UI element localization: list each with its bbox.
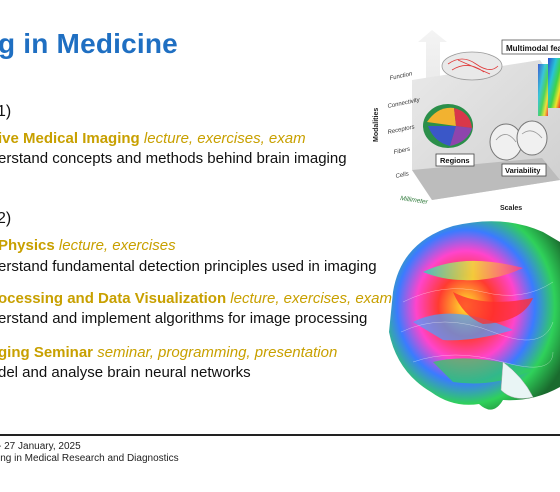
fibre-line xyxy=(400,321,554,341)
course-line: ging Seminar seminar, programming, prese… xyxy=(0,344,337,361)
course-name: ive Medical Imaging xyxy=(0,130,140,147)
course-description: del and analyse brain neural networks xyxy=(0,364,251,381)
course-line: ocessing and Data Visualization lecture,… xyxy=(0,290,392,307)
modality-label: Function xyxy=(389,71,413,82)
scale-unit-label: Millimeter xyxy=(400,195,429,206)
fibre-bundle xyxy=(423,260,523,281)
course-name: ocessing and Data Visualization xyxy=(0,290,227,307)
modality-label: Fibers xyxy=(393,147,411,156)
variability-brain xyxy=(516,120,548,156)
course-line: Physics lecture, exercises xyxy=(0,237,176,254)
semester-label-1: 1) xyxy=(0,103,12,120)
header-box xyxy=(501,39,560,55)
region-patch xyxy=(428,126,456,146)
footer-course-title: ing in Medical Research and Diagnostics xyxy=(0,453,179,464)
course-description: erstand fundamental detection principles… xyxy=(0,258,377,275)
course-format: lecture, exercises xyxy=(58,237,176,254)
course-description: erstand concepts and methods behind brai… xyxy=(0,150,347,167)
variability-label: Variability xyxy=(505,166,541,175)
network-edges xyxy=(447,58,499,75)
modalities-axis-label: Modalities xyxy=(373,108,380,142)
modality-label: Cells xyxy=(395,171,409,180)
footer-divider xyxy=(0,434,560,436)
multimodal-atlas-figure: Multimodal fea Regions Variability Modal… xyxy=(373,30,560,212)
regions-label: Regions xyxy=(440,156,470,165)
region-patch xyxy=(450,126,472,146)
fibre-line xyxy=(412,351,554,368)
course-format: lecture, exercises, exam xyxy=(143,130,306,147)
variability-tag xyxy=(501,163,547,177)
course-format: lecture, exercises, exam xyxy=(230,290,393,307)
region-patch xyxy=(454,108,472,128)
modality-label: Receptors xyxy=(387,124,415,136)
slide-title: g in Medicine xyxy=(0,28,178,59)
multimodal-header: Multimodal fea xyxy=(506,44,560,53)
course-name: ging Seminar xyxy=(0,344,94,361)
cerebellum xyxy=(500,361,534,399)
scales-axis-label: Scales xyxy=(500,205,522,212)
region-patch xyxy=(427,107,456,126)
fibre-line xyxy=(402,281,554,303)
course-description: erstand and implement algorithms for ima… xyxy=(0,310,368,327)
course-name: Physics xyxy=(0,237,55,254)
fibre-bundle xyxy=(453,292,533,324)
regions-tag xyxy=(435,153,475,167)
semester-label-2: 2) xyxy=(0,210,12,227)
heatmap-layer xyxy=(548,58,560,108)
course-line: ive Medical Imaging lecture, exercises, … xyxy=(0,130,306,147)
brain-tractography-figure xyxy=(389,221,560,410)
course-format: seminar, programming, presentation xyxy=(97,344,338,361)
footer-date: - 27 January, 2025 xyxy=(0,441,81,452)
variability-contours xyxy=(495,130,543,143)
heatmap-layer xyxy=(538,64,548,116)
